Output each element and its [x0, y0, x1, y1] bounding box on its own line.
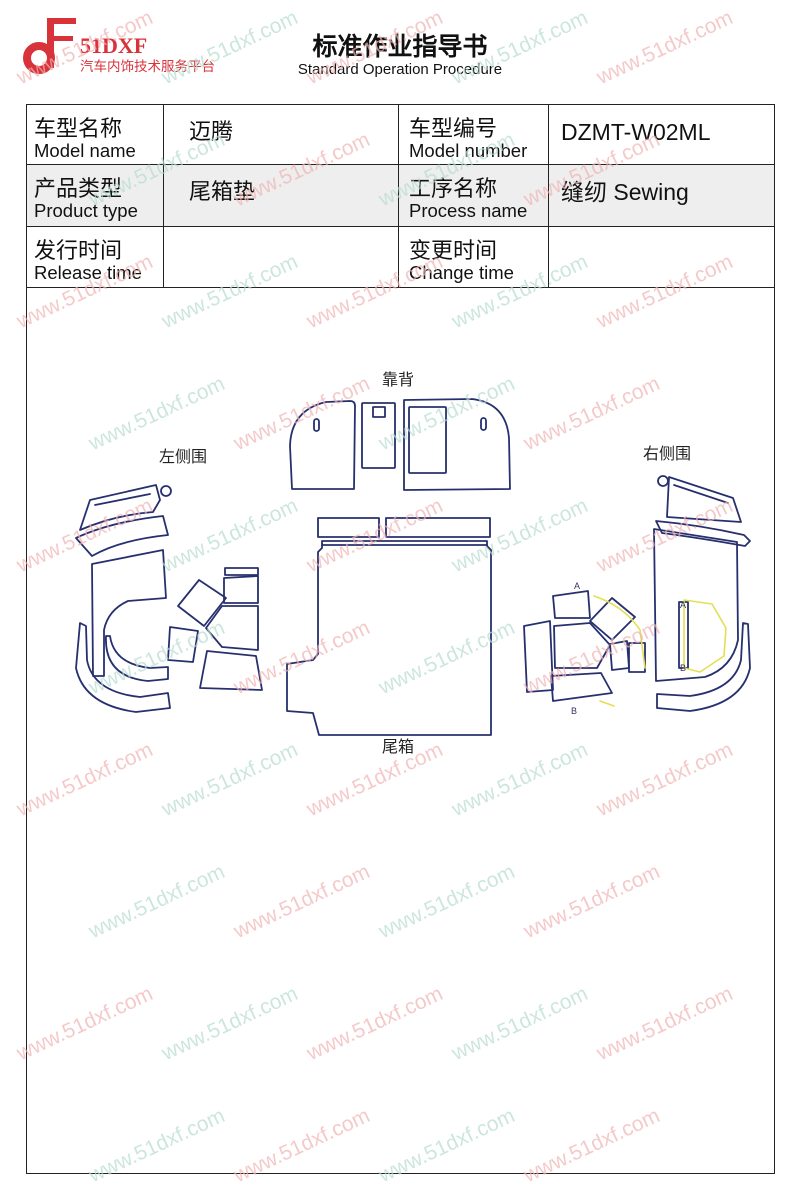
- label-right-side: 右侧围: [643, 445, 691, 463]
- label-backrest: 靠背: [382, 371, 414, 389]
- product-type-label-cell: 产品类型 Product type: [27, 165, 164, 227]
- change-time-value: [549, 227, 775, 288]
- process-name-label-cn: 工序名称: [409, 176, 498, 201]
- left-upper-trim-seam: [94, 493, 151, 506]
- backrest-right-slot: [480, 417, 487, 431]
- watermark-text: www.51dxf.com: [593, 6, 737, 90]
- logo-top-bar: [47, 18, 76, 24]
- left-lower-band: [75, 515, 169, 557]
- model-number-label-cell: 车型编号 Model number: [399, 105, 549, 165]
- left-side-group: [75, 484, 263, 713]
- brand-tagline: 汽车内饰技术服务平台: [80, 59, 215, 74]
- brand-name: 51DXF: [80, 33, 148, 58]
- right-upper-trim: [666, 476, 742, 523]
- left-side-curved-strip: [75, 622, 171, 713]
- right-side-curved-strip: [656, 622, 751, 712]
- right-side-highlight: [683, 599, 727, 673]
- backrest-left-panel: [289, 400, 356, 490]
- label-trunk: 尾箱: [382, 738, 414, 756]
- model-name-value: 迈腾: [164, 105, 399, 165]
- right-piece-b: [589, 597, 636, 641]
- right-highlight-2: [599, 700, 615, 707]
- trunk-strip-right: [385, 517, 491, 538]
- pattern-layout-diagram: 靠背 尾箱: [75, 371, 751, 756]
- document-title: 标准作业指导书: [312, 33, 488, 61]
- right-upper-trim-seam: [673, 484, 729, 504]
- process-name-label-en: Process name: [409, 200, 528, 221]
- logo-mid-bar: [47, 36, 73, 41]
- right-lower-band: [655, 520, 751, 547]
- right-piece-c: [523, 620, 554, 693]
- model-name-label-cn: 车型名称: [34, 116, 123, 141]
- 51dxf-logo-icon: [23, 18, 76, 74]
- marker-b-side-panel: B: [680, 663, 686, 673]
- label-left-side: 左侧围: [159, 448, 207, 466]
- pattern-drawing-area: 靠背 尾箱: [26, 288, 775, 1174]
- right-side-main-panel: [653, 528, 739, 682]
- left-clip-hole: [160, 485, 172, 497]
- model-number-label-en: Model number: [409, 140, 528, 161]
- right-highlight-1: [593, 595, 646, 669]
- model-number-value: DZMT-W02ML: [549, 105, 775, 165]
- right-clip-hole: [657, 475, 669, 487]
- backrest-center-window: [372, 406, 386, 418]
- change-time-label-en: Change time: [409, 262, 514, 283]
- product-type-label-cn: 产品类型: [34, 176, 123, 201]
- left-piece-b: [223, 575, 259, 604]
- trunk-floor-panel: [286, 540, 492, 736]
- trunk-group: [286, 517, 492, 736]
- backrest-left-slot: [313, 418, 320, 432]
- model-number-label-cn: 车型编号: [409, 116, 498, 141]
- marker-a-side-panel: A: [680, 600, 686, 610]
- left-piece-c: [205, 605, 259, 651]
- info-table: 车型名称 Model name 迈腾 车型编号 Model number DZM…: [26, 104, 775, 288]
- left-side-main-panel: [91, 549, 167, 677]
- release-time-label-en: Release time: [34, 262, 142, 283]
- right-piece-g: [550, 672, 613, 702]
- logo-stem: [47, 18, 54, 68]
- marker-a-small-pieces: A: [574, 581, 580, 591]
- process-name-label-cell: 工序名称 Process name: [399, 165, 549, 227]
- left-upper-trim: [79, 484, 161, 531]
- right-side-group: [523, 475, 751, 712]
- release-time-label-cell: 发行时间 Release time: [27, 227, 164, 288]
- backrest-right-window: [408, 406, 447, 474]
- change-time-label-cell: 变更时间 Change time: [399, 227, 549, 288]
- model-name-label-cell: 车型名称 Model name: [27, 105, 164, 165]
- process-name-value: 缝纫 Sewing: [549, 165, 775, 227]
- product-type-label-en: Product type: [34, 200, 138, 221]
- marker-b-small-pieces: B: [571, 706, 577, 716]
- right-piece-d: [553, 622, 611, 669]
- right-side-inner-strip: [678, 601, 689, 669]
- change-time-label-cn: 变更时间: [409, 238, 498, 263]
- right-piece-a: [552, 590, 591, 619]
- left-piece-e: [199, 650, 263, 691]
- right-piece-f: [628, 642, 646, 673]
- trunk-strip-left: [317, 517, 380, 538]
- right-piece-e: [609, 640, 630, 671]
- model-name-label-en: Model name: [34, 140, 136, 161]
- left-side-inner-strip: [105, 635, 169, 682]
- backrest-right-panel: [403, 398, 511, 491]
- left-piece-a: [177, 579, 227, 627]
- document-subtitle: Standard Operation Procedure: [297, 61, 503, 78]
- release-time-value: [164, 227, 399, 288]
- left-piece-b-top: [224, 567, 259, 576]
- left-piece-d: [167, 626, 199, 663]
- product-type-value: 尾箱垫: [164, 165, 399, 227]
- release-time-label-cn: 发行时间: [34, 238, 123, 263]
- backrest-center-panel: [361, 402, 396, 469]
- backrest-group: [289, 398, 511, 491]
